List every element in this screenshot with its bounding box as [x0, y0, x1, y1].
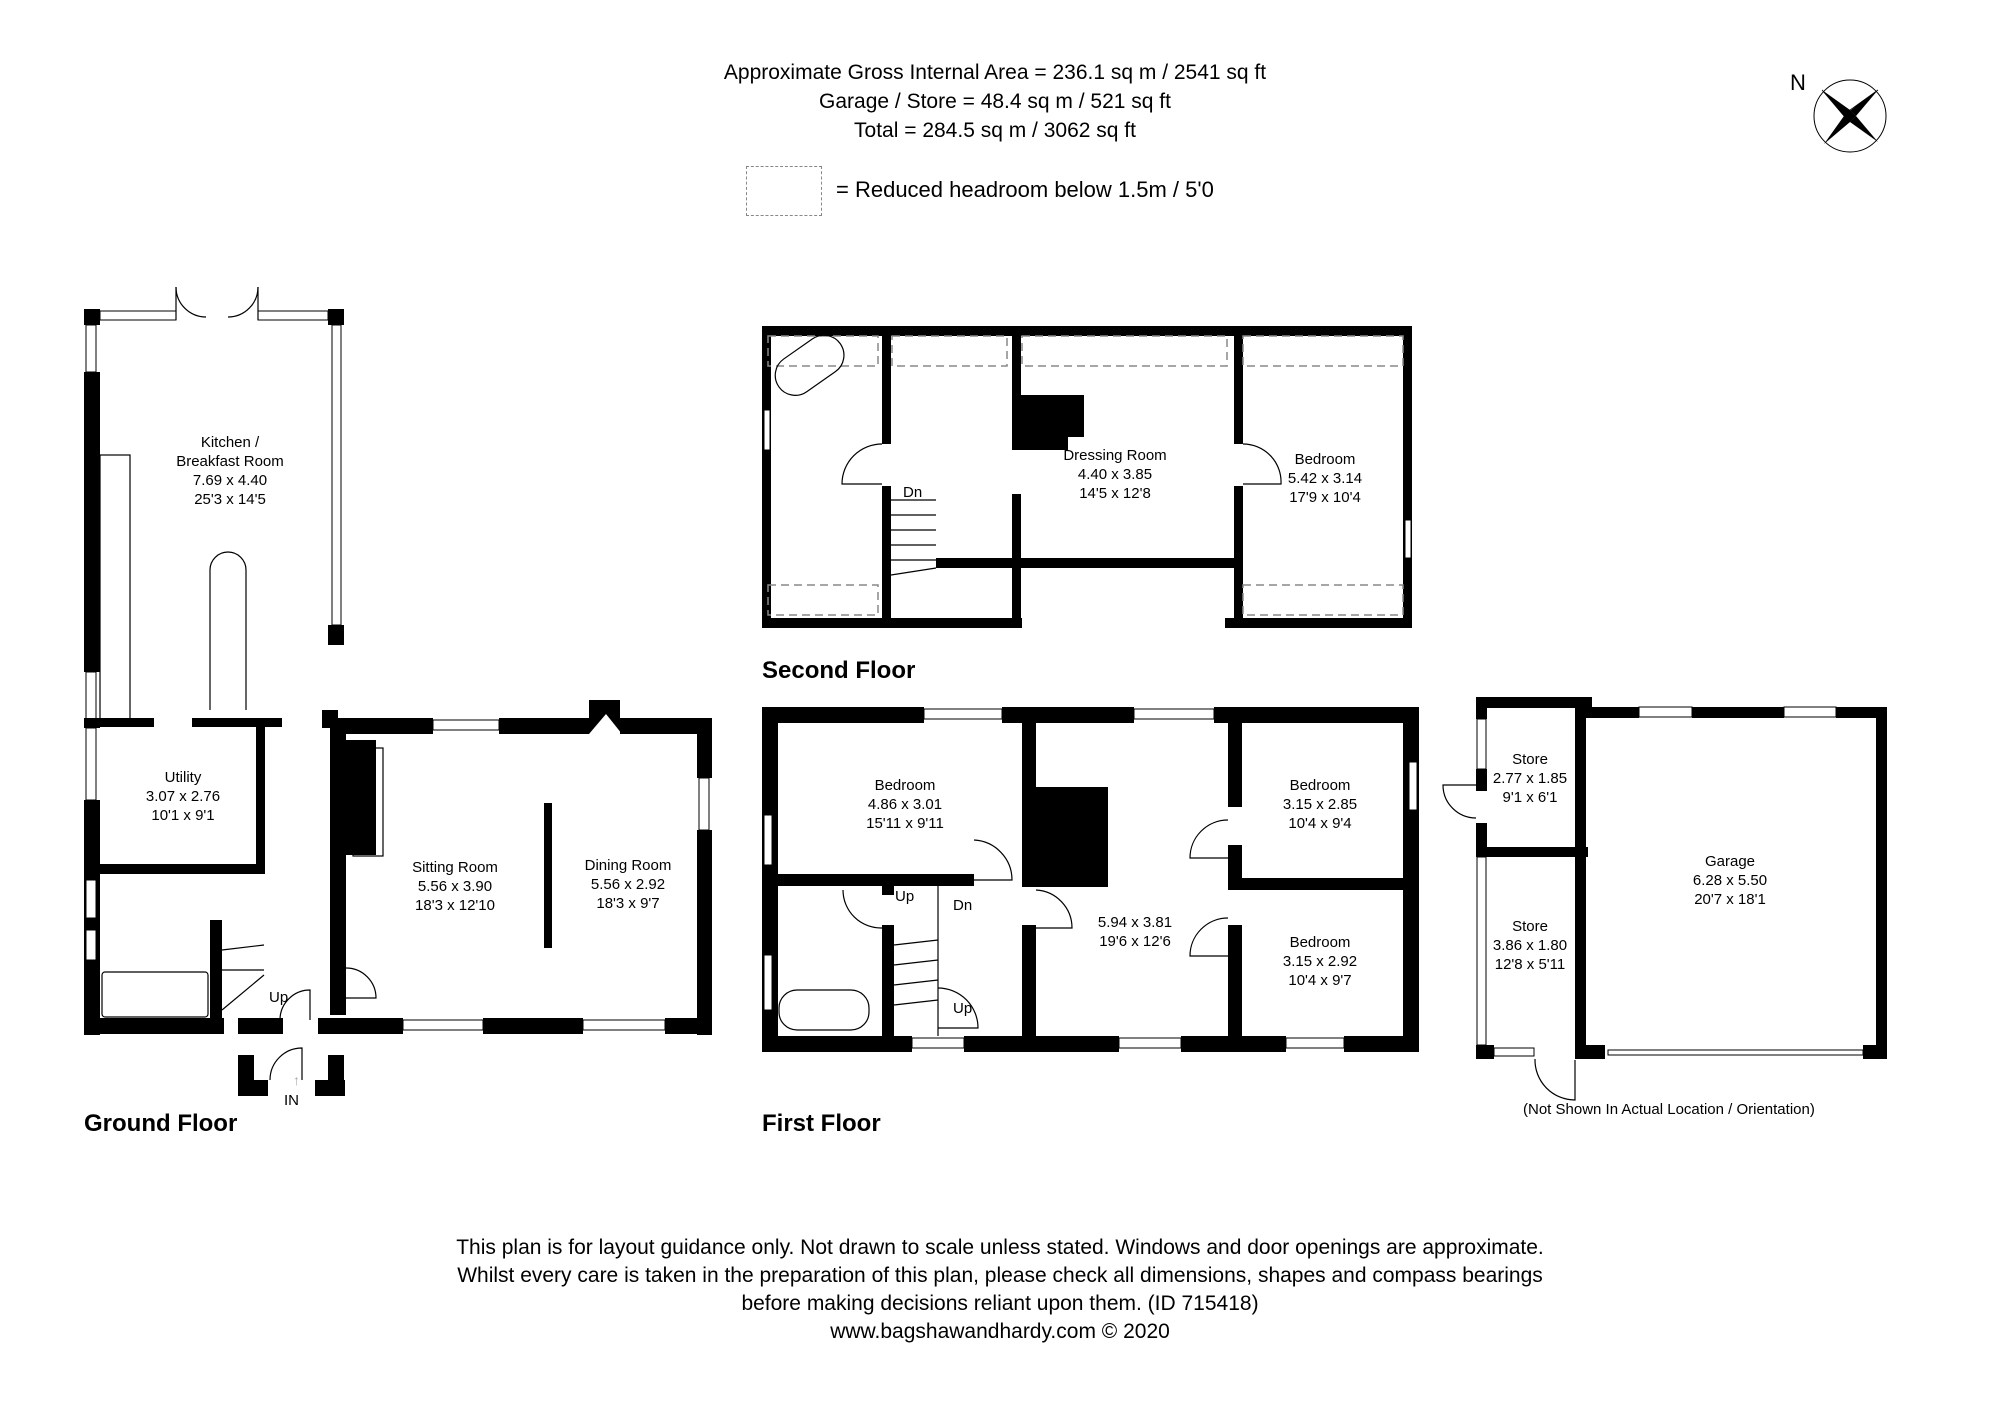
room-kitchen-breakfast: Kitchen / Breakfast Room 7.69 x 4.40 25'… — [150, 433, 310, 509]
room-first-bedroom-2: Bedroom 3.15 x 2.85 10'4 x 9'4 — [1265, 776, 1375, 833]
first-floor-label: First Floor — [762, 1110, 881, 1137]
room-name: Store — [1512, 751, 1548, 768]
room-metric: 4.86 x 3.01 — [867, 796, 943, 813]
compass-rose-icon — [1813, 79, 1887, 153]
room-imperial: 10'1 x 9'1 — [151, 807, 215, 824]
room-metric: 5.94 x 3.81 — [1097, 914, 1173, 931]
room-metric: 5.56 x 2.92 — [590, 876, 666, 893]
room-metric: 3.07 x 2.76 — [145, 788, 221, 805]
room-first-bedroom-1: Bedroom 4.86 x 3.01 15'11 x 9'11 — [845, 776, 965, 833]
second-floor-walls — [762, 326, 1412, 628]
total-area: Total = 284.5 sq m / 3062 sq ft — [854, 119, 1136, 142]
compass: N — [1790, 68, 1900, 158]
room-metric: 5.56 x 3.90 — [417, 878, 493, 895]
disclaimer-line-3: before making decisions reliant upon the… — [741, 1292, 1259, 1315]
room-second-bedroom: Bedroom 5.42 x 3.14 17'9 x 10'4 — [1270, 450, 1380, 507]
second-stairs-dn-label: Dn — [903, 484, 923, 501]
room-name: Sitting Room — [412, 859, 498, 876]
room-first-bedroom-3: Bedroom 3.15 x 2.92 10'4 x 9'7 — [1265, 933, 1375, 990]
room-name: Kitchen / — [200, 434, 260, 451]
room-imperial: 15'11 x 9'11 — [866, 815, 944, 832]
disclaimer-line-1: This plan is for layout guidance only. N… — [456, 1236, 1544, 1259]
reduced-headroom-legend: = Reduced headroom below 1.5m / 5'0 — [836, 177, 1214, 202]
room-dining: Dining Room 5.56 x 2.92 18'3 x 9'7 — [568, 856, 688, 913]
room-name: Bedroom — [1289, 777, 1351, 794]
room-imperial: 25'3 x 14'5 — [194, 491, 266, 508]
room-imperial: 12'8 x 5'11 — [1494, 956, 1566, 973]
room-imperial: 10'4 x 9'4 — [1288, 815, 1352, 832]
gross-internal-area: Approximate Gross Internal Area = 236.1 … — [723, 61, 1267, 84]
room-name: Utility — [164, 769, 202, 786]
room-name-2: Breakfast Room — [176, 453, 284, 470]
first-stairs-up-2-label: Up — [953, 1000, 973, 1017]
room-name: Bedroom — [1289, 934, 1351, 951]
room-imperial: 17'9 x 10'4 — [1289, 489, 1361, 506]
room-sitting: Sitting Room 5.56 x 3.90 18'3 x 12'10 — [385, 858, 525, 915]
room-imperial: 18'3 x 12'10 — [415, 897, 495, 914]
second-floor-label: Second Floor — [762, 657, 916, 684]
stairs-up-label: Up — [269, 989, 289, 1006]
garage-store-area: Garage / Store = 48.4 sq m / 521 sq ft — [819, 90, 1171, 113]
disclaimer-line-2: Whilst every care is taken in the prepar… — [457, 1264, 1543, 1287]
first-stairs-dn-label: Dn — [953, 897, 973, 914]
room-garage: Garage 6.28 x 5.50 20'7 x 18'1 — [1680, 852, 1780, 909]
entrance-arrow-icon: ↑ — [293, 1072, 300, 1088]
room-imperial: 9'1 x 6'1 — [1502, 789, 1558, 806]
room-imperial: 20'7 x 18'1 — [1694, 891, 1766, 908]
reduced-headroom-swatch — [746, 166, 822, 216]
room-first-landing: 5.94 x 3.81 19'6 x 12'6 — [1080, 913, 1190, 951]
website-copyright: www.bagshawandhardy.com © 2020 — [830, 1320, 1170, 1343]
outbuilding-location-note: (Not Shown In Actual Location / Orientat… — [1523, 1101, 1815, 1118]
room-utility: Utility 3.07 x 2.76 10'1 x 9'1 — [128, 768, 238, 825]
room-imperial: 19'6 x 12'6 — [1099, 933, 1171, 950]
room-name: Garage — [1704, 853, 1756, 870]
room-imperial: 18'3 x 9'7 — [596, 895, 660, 912]
room-dressing: Dressing Room 4.40 x 3.85 14'5 x 12'8 — [1040, 446, 1190, 503]
room-metric: 3.15 x 2.92 — [1282, 953, 1358, 970]
ground-floor-label: Ground Floor — [84, 1110, 238, 1137]
room-imperial: 10'4 x 9'7 — [1288, 972, 1352, 989]
room-store-1: Store 2.77 x 1.85 9'1 x 6'1 — [1490, 750, 1570, 807]
compass-north-label: N — [1790, 70, 1806, 95]
entrance-label: IN — [284, 1092, 299, 1109]
first-floor-walls — [762, 707, 1419, 1052]
room-metric: 3.15 x 2.85 — [1282, 796, 1358, 813]
outbuilding-walls — [1442, 697, 1887, 1101]
room-metric: 3.86 x 1.80 — [1492, 937, 1568, 954]
room-metric: 6.28 x 5.50 — [1692, 872, 1768, 889]
room-metric: 7.69 x 4.40 — [192, 472, 268, 489]
room-name: Bedroom — [1294, 451, 1356, 468]
room-metric: 2.77 x 1.85 — [1492, 770, 1568, 787]
room-metric: 4.40 x 3.85 — [1077, 466, 1153, 483]
room-name: Bedroom — [874, 777, 936, 794]
room-name: Store — [1512, 918, 1548, 935]
room-metric: 5.42 x 3.14 — [1287, 470, 1363, 487]
room-name: Dressing Room — [1063, 447, 1167, 464]
room-name: Dining Room — [584, 857, 672, 874]
room-store-2: Store 3.86 x 1.80 12'8 x 5'11 — [1490, 917, 1570, 974]
first-stairs-up-label: Up — [895, 888, 915, 905]
room-imperial: 14'5 x 12'8 — [1079, 485, 1151, 502]
ground-floor-walls — [84, 286, 712, 1096]
